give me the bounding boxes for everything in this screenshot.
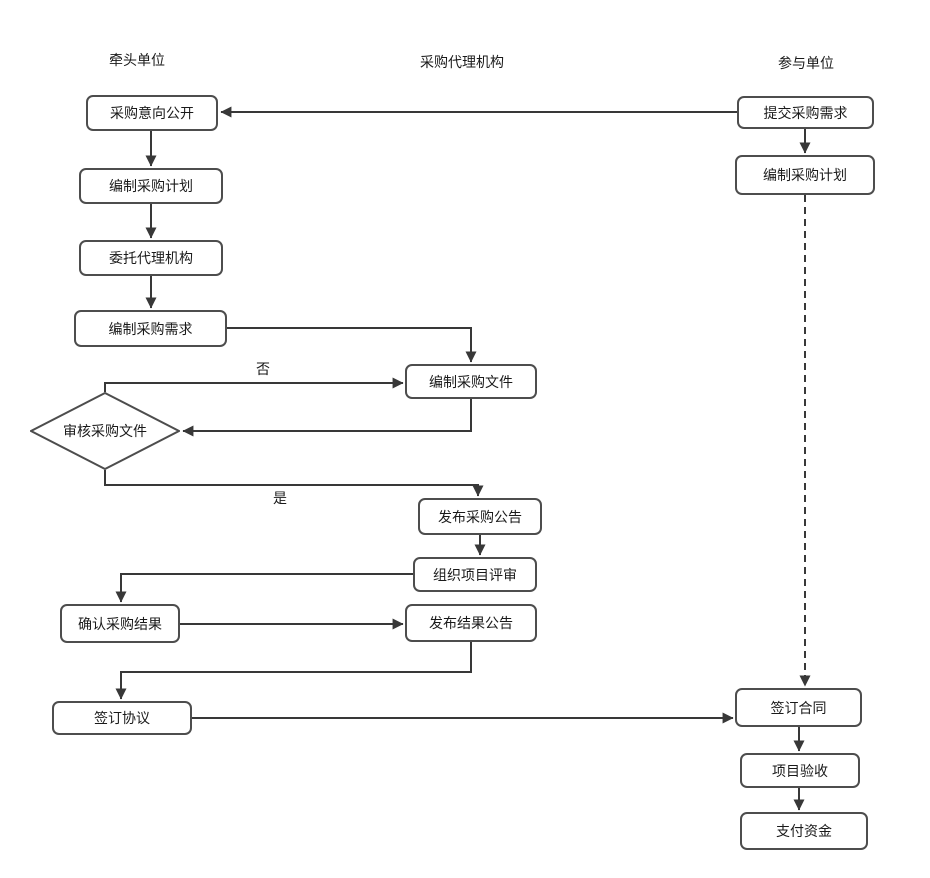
node-participant-plan: 编制采购计划 <box>735 155 875 195</box>
node-sign-contract: 签订合同 <box>735 688 862 727</box>
node-entrust-agency: 委托代理机构 <box>79 240 223 276</box>
node-project-acceptance: 项目验收 <box>740 753 860 788</box>
node-lead-plan: 编制采购计划 <box>79 168 223 204</box>
edge-organize-review-to-confirm-result <box>115 573 413 603</box>
node-submit-requirements: 提交采购需求 <box>737 96 874 129</box>
edge-prepare-requirements-to-prepare-documents <box>227 327 477 363</box>
edge-review-no-to-prepare-documents <box>104 377 404 392</box>
edge-publish-result-to-sign-agreement <box>115 642 472 700</box>
node-sign-agreement: 签订协议 <box>52 701 192 735</box>
edge-label-yes: 是 <box>271 488 289 508</box>
node-publish-result: 发布结果公告 <box>405 604 537 642</box>
column-header-procurement-agency: 采购代理机构 <box>420 55 504 71</box>
edge-prepare-documents-to-review <box>182 399 472 437</box>
column-header-participant-unit: 参与单位 <box>778 56 834 72</box>
node-confirm-result: 确认采购结果 <box>60 604 180 643</box>
node-prepare-requirements: 编制采购需求 <box>74 310 227 347</box>
node-review-documents-decision: 审核采购文件 <box>30 392 180 470</box>
diamond-shape-icon <box>30 392 180 470</box>
node-publish-announcement: 发布采购公告 <box>418 498 542 535</box>
node-intent-public: 采购意向公开 <box>86 95 218 131</box>
edge-label-no: 否 <box>254 359 272 379</box>
node-organize-review: 组织项目评审 <box>413 557 537 592</box>
column-header-lead-unit: 牵头单位 <box>109 53 165 69</box>
edge-review-yes-to-publish-announcement <box>104 470 484 497</box>
node-prepare-documents: 编制采购文件 <box>405 364 537 399</box>
decision-label: 审核采购文件 <box>63 424 147 440</box>
node-pay-funds: 支付资金 <box>740 812 868 850</box>
